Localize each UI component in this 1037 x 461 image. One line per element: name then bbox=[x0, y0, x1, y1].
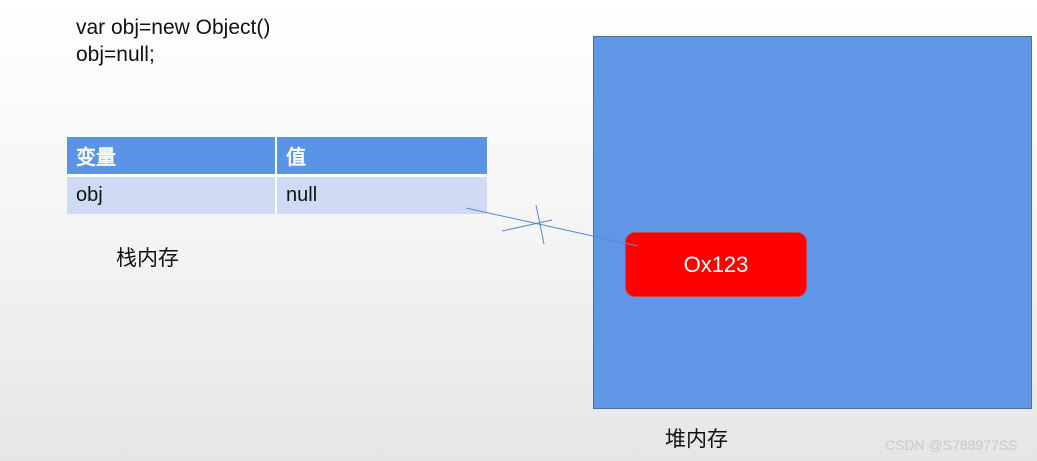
stack-variable-table: 变量 值 obj null bbox=[67, 137, 487, 214]
heap-memory-label: 堆内存 bbox=[665, 427, 728, 451]
variable-cell: obj bbox=[67, 175, 277, 214]
break-mark-stroke-1 bbox=[535, 204, 545, 245]
table-row: obj null bbox=[67, 175, 487, 214]
value-cell: null bbox=[276, 175, 487, 214]
heap-object: Ox123 bbox=[625, 232, 807, 297]
variable-column-header: 变量 bbox=[67, 137, 277, 177]
heap-memory-area bbox=[593, 36, 1032, 409]
stack-memory-label: 栈内存 bbox=[116, 246, 179, 270]
code-line-2: obj=null; bbox=[76, 43, 155, 66]
break-mark-stroke-2 bbox=[501, 219, 553, 232]
value-column-header: 值 bbox=[276, 137, 487, 177]
table-header-row: 变量 值 bbox=[67, 137, 487, 177]
code-snippet: var obj=new Object() obj=null; bbox=[76, 14, 270, 68]
watermark: CSDN @S788977SS bbox=[885, 437, 1018, 453]
code-line-1: var obj=new Object() bbox=[76, 16, 271, 39]
object-address: Ox123 bbox=[683, 251, 749, 277]
